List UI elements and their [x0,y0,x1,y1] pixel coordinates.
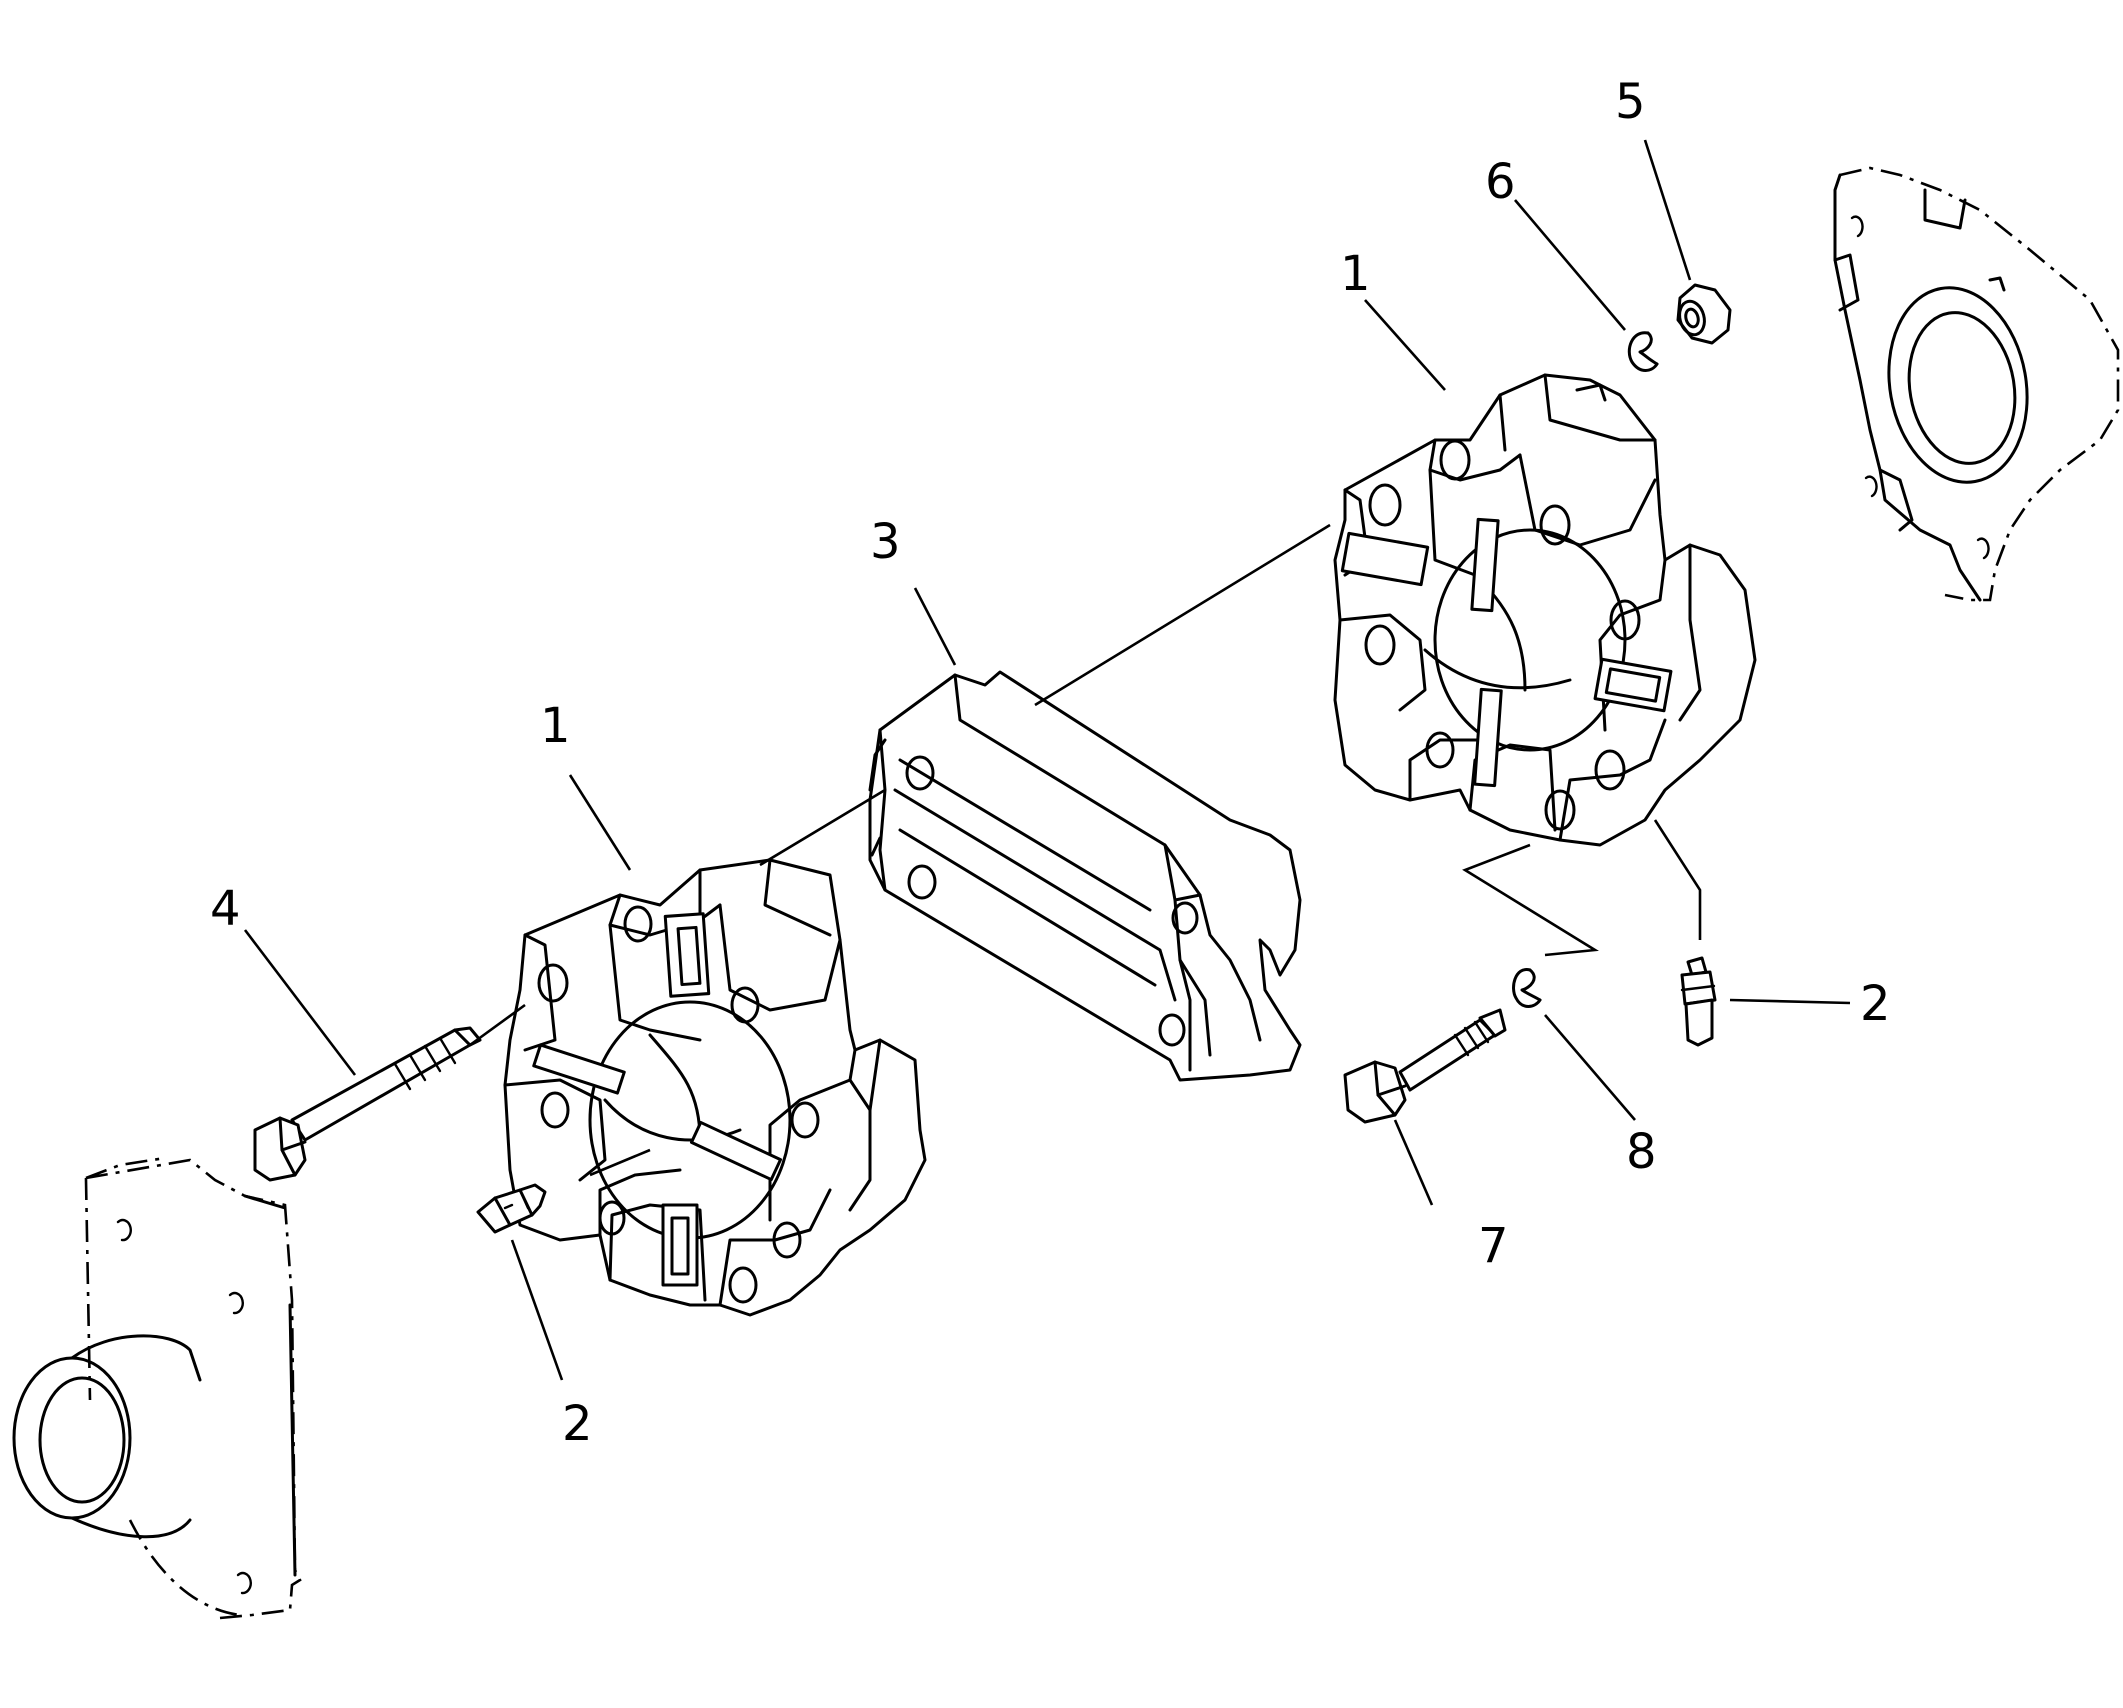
right-flange [1833,166,2120,602]
callout-2-left: 2 [562,1396,593,1452]
grease-fitting-left [476,1183,547,1234]
callout-8: 8 [1626,1124,1657,1180]
callout-2-right: 2 [1860,976,1891,1032]
grease-fitting-right [1680,956,1717,1047]
nut-5 [1676,283,1732,345]
bolt-7 [1343,1008,1507,1124]
left-flange [12,1156,302,1620]
spacer-center [868,670,1302,1082]
callouts: 1 1 2 2 3 4 5 6 7 8 [210,74,1891,1452]
washer-8 [1512,968,1542,1008]
coupling-element-left [503,858,927,1317]
callout-7: 7 [1478,1218,1509,1274]
callout-6: 6 [1485,154,1516,210]
assembly-lines [469,523,1599,1177]
callout-1-right: 1 [1340,246,1371,302]
callout-1-left: 1 [540,698,571,754]
callout-3: 3 [870,514,901,570]
callout-4: 4 [210,881,241,937]
washer-6 [1627,331,1659,372]
bolt-4 [253,1026,482,1182]
leader-lines [243,139,1851,1381]
callout-5: 5 [1615,74,1646,130]
coupling-element-right [1333,373,1757,847]
